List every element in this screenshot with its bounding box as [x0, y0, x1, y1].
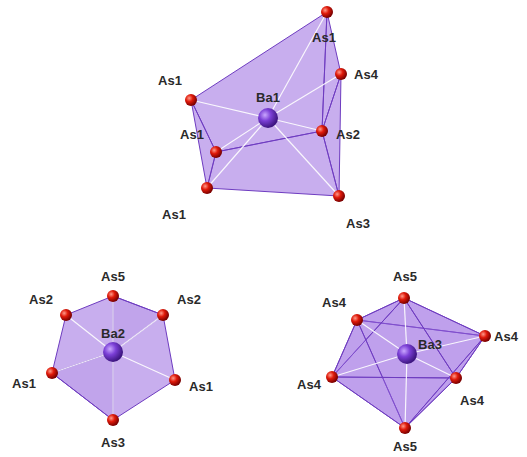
atom-label: As3: [346, 217, 370, 230]
ba2-bonds: [52, 296, 175, 420]
atom-label: As3: [101, 436, 125, 449]
atom-label: Ba2: [101, 327, 125, 340]
atom-label: As5: [393, 440, 417, 453]
atom-label: As1: [162, 208, 186, 221]
as-atoms: [46, 6, 491, 434]
atom-label: Ba3: [418, 338, 442, 351]
ba-atoms: [103, 108, 417, 364]
atom-label: As4: [494, 330, 518, 343]
atom-label: As1: [189, 380, 213, 393]
atom-label: As2: [336, 128, 360, 141]
atom-label: As4: [460, 394, 484, 407]
atom-label: As5: [101, 270, 125, 283]
atom-label: As4: [297, 378, 321, 391]
atom-label: As1: [312, 31, 336, 44]
ba3-bonds: [332, 298, 485, 428]
atom-label: As1: [158, 74, 182, 87]
atom-label: As1: [12, 377, 36, 390]
atom-label: As4: [354, 68, 378, 81]
ba1-bonds: [191, 12, 341, 196]
atom-label: As2: [177, 293, 201, 306]
atom-label: As2: [29, 293, 53, 306]
atom-label: As1: [180, 128, 204, 141]
ba1-polyhedron: [191, 12, 341, 196]
ba3-polyhedron: [332, 298, 485, 428]
atom-label: As5: [393, 270, 417, 283]
atom-label: As4: [322, 296, 346, 309]
ba2-polyhedron: [52, 296, 175, 420]
atom-label: Ba1: [256, 91, 280, 104]
